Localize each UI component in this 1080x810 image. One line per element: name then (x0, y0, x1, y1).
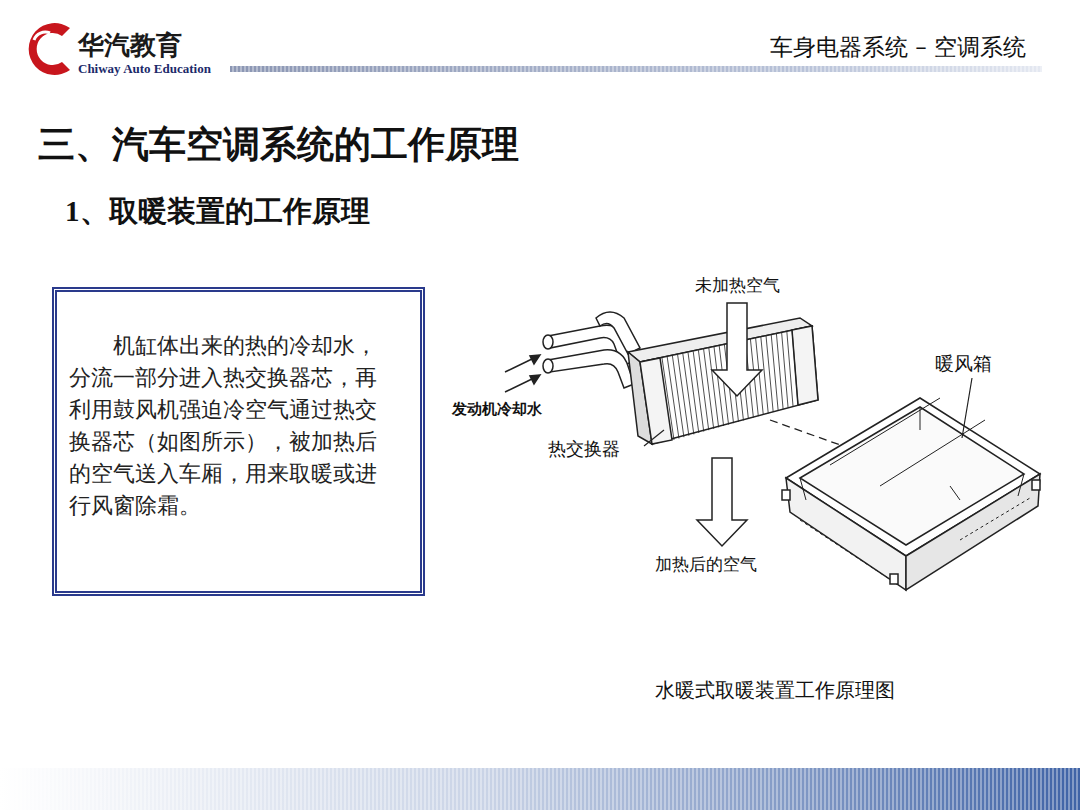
footer-band-texture (0, 768, 1080, 810)
part-label: 暖风箱 (935, 351, 992, 377)
fin (792, 330, 798, 405)
fin (688, 352, 699, 433)
fin (678, 355, 689, 436)
part-label: 未加热空气 (695, 274, 780, 297)
fin (662, 358, 674, 440)
footer-band (0, 768, 1080, 810)
slide-title: 三、汽车空调系统的工作原理 (38, 120, 519, 170)
header-rule (230, 66, 1042, 72)
leader-lines (644, 378, 972, 446)
fin (776, 333, 783, 409)
header-rule-texture (230, 66, 1042, 72)
text-box: 机缸体出来的热的冷却水，分流一部分进入热交换器芯，再利用鼓风机强迫冷空气通过热交… (52, 287, 425, 596)
fin (672, 356, 684, 437)
part-label: 加热后的空气 (655, 553, 757, 576)
fin (698, 350, 708, 430)
coolant-arrows (505, 355, 540, 392)
figure-caption: 水暖式取暖装置工作原理图 (655, 677, 895, 704)
logo-name: 华汽教育 (78, 28, 182, 63)
section-subtitle: 1、取暖装置的工作原理 (65, 192, 370, 232)
fin (714, 347, 724, 426)
logo-mark (29, 23, 70, 75)
fin (667, 357, 679, 439)
fin (782, 332, 788, 408)
fin (693, 351, 704, 431)
body-text: 机缸体出来的热的冷却水，分流一部分进入热交换器芯，再利用鼓风机强迫冷空气通过热交… (69, 330, 392, 522)
fin (704, 349, 714, 429)
part-label: 发动机冷却水 (452, 400, 542, 419)
coolant-pipes (543, 312, 640, 388)
fin (787, 331, 793, 406)
fin (683, 354, 694, 435)
heater-box (782, 398, 1040, 590)
part-label: 热交换器 (548, 437, 620, 461)
fin (709, 348, 719, 427)
air-in-arrow (712, 303, 762, 396)
logo-english: Chiway Auto Education (78, 61, 211, 77)
air-out-arrow (697, 458, 747, 546)
header-text: 车身电器系统 – 空调系统 (770, 32, 1026, 63)
